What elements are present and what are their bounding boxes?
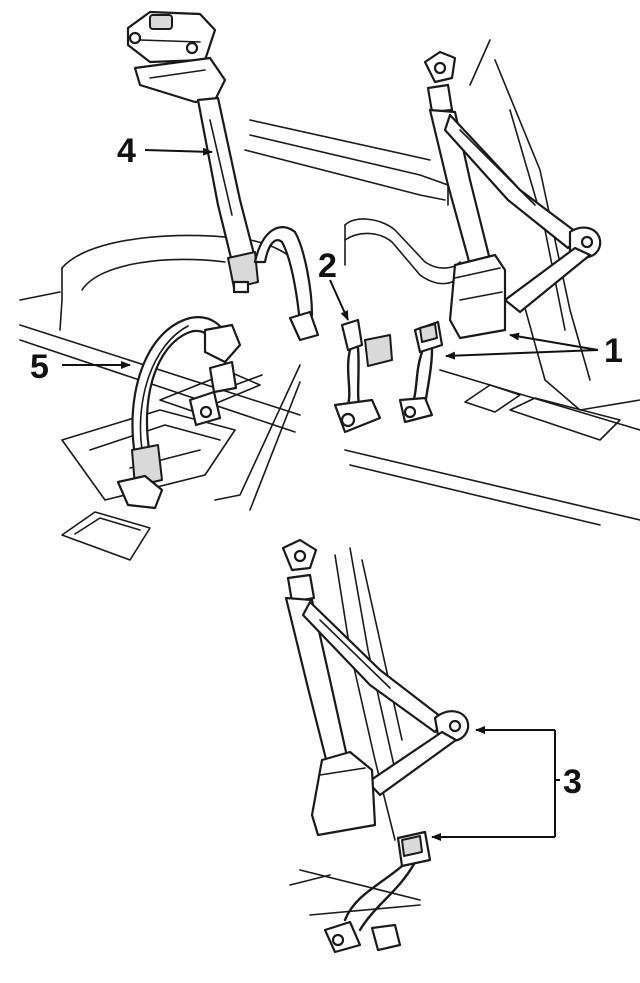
leader-4 (144, 147, 213, 156)
part-5-center-lap-belt (116, 316, 242, 510)
part-2-buckle-assembly (333, 318, 393, 434)
leader-1a (509, 332, 599, 351)
vehicle-body-structure-upper (19, 39, 640, 561)
part-4-retractor-belt-assembly (126, 10, 320, 342)
part-3-rear-belt-assembly (281, 538, 470, 954)
leader-2 (329, 279, 349, 321)
callout-2: 2 (318, 247, 337, 285)
vehicle-body-structure-lower (289, 547, 421, 916)
callout-3: 3 (563, 763, 582, 801)
leader-1b (445, 349, 599, 360)
callout-1: 1 (604, 332, 623, 370)
callout-5: 5 (30, 348, 49, 386)
part-1-shoulder-belt-assembly (398, 50, 602, 424)
leader-lines (62, 147, 599, 841)
callout-4: 4 (117, 132, 136, 170)
